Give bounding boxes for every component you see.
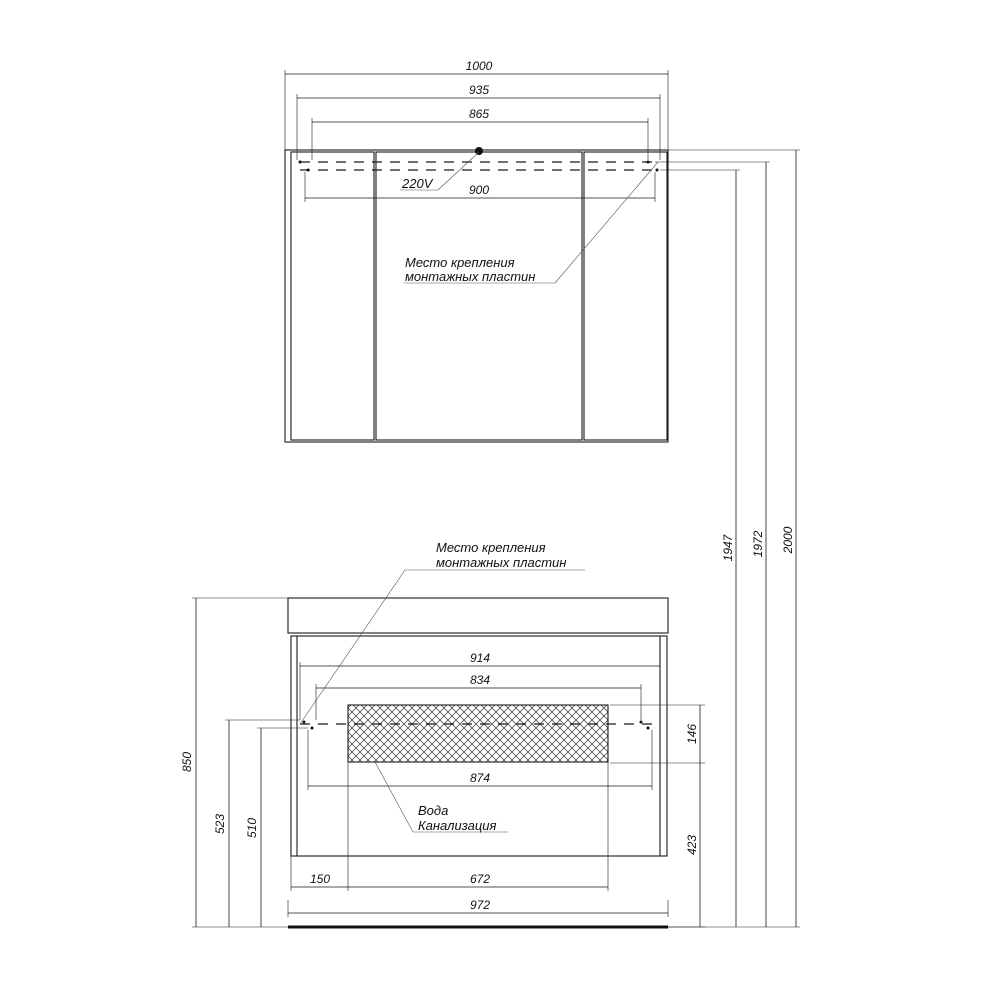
- power-outlet-point: [475, 147, 483, 155]
- mirror-cabinet: [284, 147, 669, 443]
- dim-510: 510: [245, 818, 259, 838]
- mount-point: [306, 168, 310, 172]
- vanity-mount-note-2: монтажных пластин: [436, 555, 566, 570]
- sewer-label: Канализация: [418, 818, 496, 833]
- dim-150: 150: [310, 872, 330, 886]
- dim-865: 865: [469, 107, 489, 121]
- dim-935: 935: [469, 83, 489, 97]
- dim-850: 850: [180, 752, 194, 772]
- mount-point: [646, 726, 650, 730]
- dim-900: 900: [469, 183, 489, 197]
- dim-523: 523: [213, 814, 227, 834]
- dim-972: 972: [470, 898, 490, 912]
- cabinet-left-door: [290, 151, 375, 441]
- height-dimensions: 1947 1972 2000: [655, 149, 800, 928]
- dim-1972: 1972: [751, 530, 765, 557]
- dim-146: 146: [685, 724, 699, 744]
- dim-1000: 1000: [466, 59, 493, 73]
- mount-point: [639, 720, 643, 724]
- mount-point: [310, 726, 314, 730]
- mount-point: [646, 160, 650, 164]
- dim-423: 423: [685, 835, 699, 855]
- vanity-body: [290, 635, 668, 857]
- dim-1947: 1947: [721, 533, 735, 561]
- cabinet-mount-note-1: Место крепления: [405, 255, 515, 270]
- dim-914: 914: [470, 651, 490, 665]
- dim-834: 834: [470, 673, 490, 687]
- vanity-dimensions: Место крепления монтажных пластин 914 83…: [180, 540, 705, 928]
- power-label: 220V: [401, 176, 434, 191]
- cabinet-mount-note-2: монтажных пластин: [405, 269, 535, 284]
- mount-point: [298, 160, 302, 164]
- mount-point: [655, 168, 659, 172]
- cabinet-right-door: [583, 151, 668, 441]
- mount-point: [302, 720, 306, 724]
- washbasin-top: [287, 597, 669, 634]
- vanity-unit: [287, 597, 669, 929]
- cabinet-dimensions: 1000 935 865 900 220V Место крепления мо…: [284, 59, 669, 284]
- water-label: Вода: [418, 803, 448, 818]
- dim-2000: 2000: [781, 526, 795, 554]
- dim-672: 672: [470, 872, 490, 886]
- plumbing-zone: [347, 704, 609, 763]
- dim-874: 874: [470, 771, 490, 785]
- vanity-mount-note-1: Место крепления: [436, 540, 546, 555]
